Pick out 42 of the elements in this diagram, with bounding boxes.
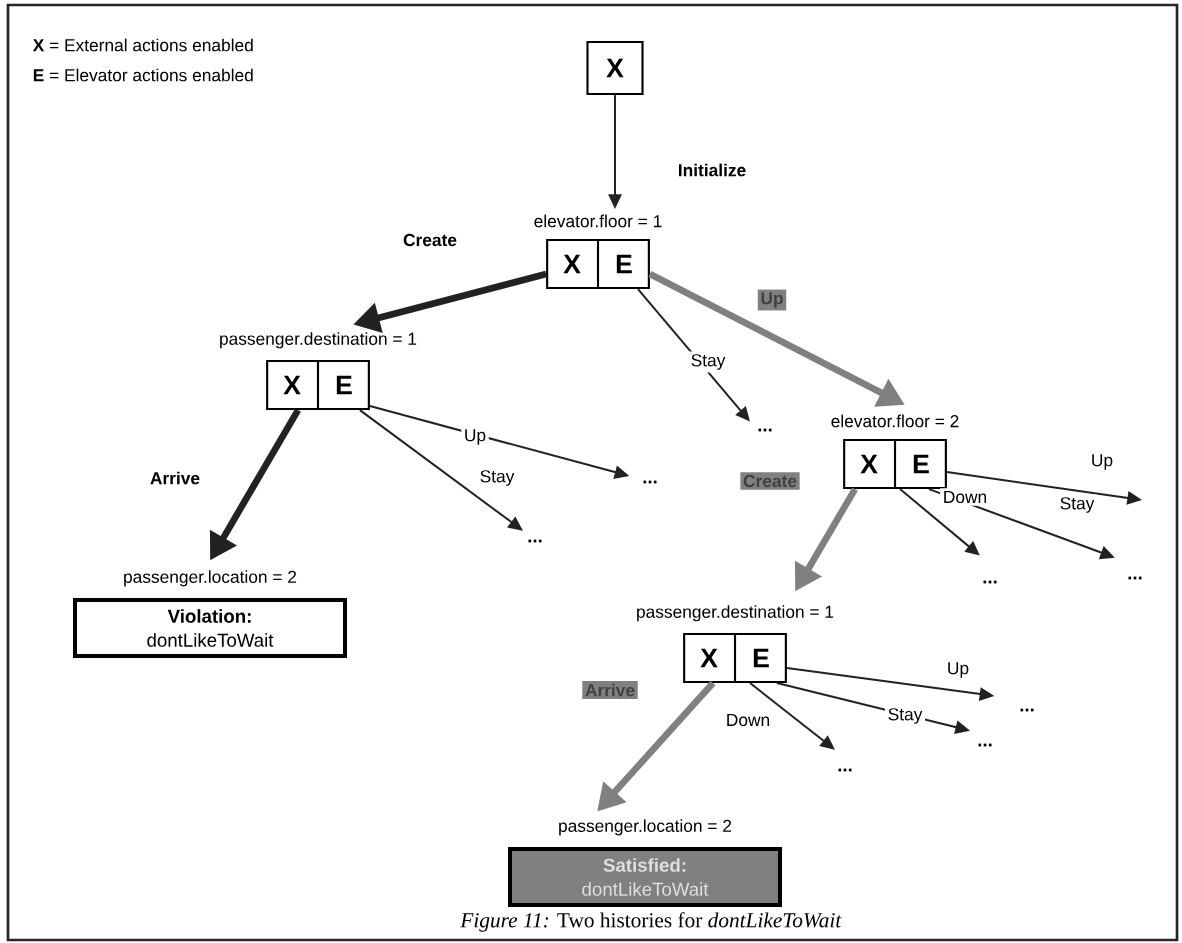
- edge-label: Stay: [688, 351, 728, 373]
- state-box: X E: [683, 632, 787, 684]
- ellipsis: ...: [643, 480, 657, 484]
- edge-label: Down: [723, 711, 773, 729]
- arrow: [358, 409, 523, 531]
- edge-label: Stay: [477, 467, 517, 489]
- ellipsis: ...: [838, 768, 852, 772]
- state-box: X E: [266, 359, 370, 411]
- result-box: Violation: dontLikeToWait: [73, 598, 347, 658]
- ellipsis: ...: [978, 743, 992, 747]
- ellipsis: ...: [528, 539, 542, 543]
- edge-label: Stay: [885, 705, 925, 727]
- state-box: X E: [546, 238, 650, 290]
- edge-label: Up: [461, 426, 489, 448]
- edge-label: Stay: [1057, 494, 1097, 516]
- edge-label: Down: [940, 488, 990, 506]
- state-label: passenger.location = 2: [124, 570, 297, 587]
- arrow: [749, 682, 835, 750]
- arrow: [899, 488, 980, 556]
- edge-label: Initialize: [675, 160, 749, 180]
- result-box: Satisfied: dontLikeToWait: [508, 847, 782, 907]
- edge-label: Create: [400, 231, 460, 249]
- ellipsis: ...: [983, 580, 997, 584]
- edge-label: Create: [740, 472, 800, 490]
- edge-label: Arrive: [582, 681, 638, 700]
- state-label: elevator.floor = 1: [534, 214, 662, 228]
- edge-label: Arrive: [147, 468, 203, 488]
- ellipsis: ...: [1020, 708, 1034, 712]
- caption: Figure 11: Two histories for dontLikeToWait: [460, 912, 842, 932]
- state-label: elevator.floor = 2: [831, 414, 959, 428]
- key-text: E = Elevator actions enabled: [33, 68, 253, 82]
- edge-label: Up: [757, 289, 787, 311]
- edge-label: Up: [944, 659, 972, 681]
- state-label: passenger.location = 2: [559, 819, 732, 836]
- state-label: passenger.destination = 1: [220, 332, 417, 349]
- ellipsis: ...: [758, 428, 772, 432]
- key-text: X = External actions enabled: [32, 38, 253, 52]
- state-label: passenger.destination = 1: [637, 605, 834, 622]
- edge-label: Up: [1088, 451, 1116, 473]
- state-box: X: [586, 40, 644, 96]
- ellipsis: ...: [1128, 576, 1142, 580]
- state-box: X E: [843, 438, 947, 490]
